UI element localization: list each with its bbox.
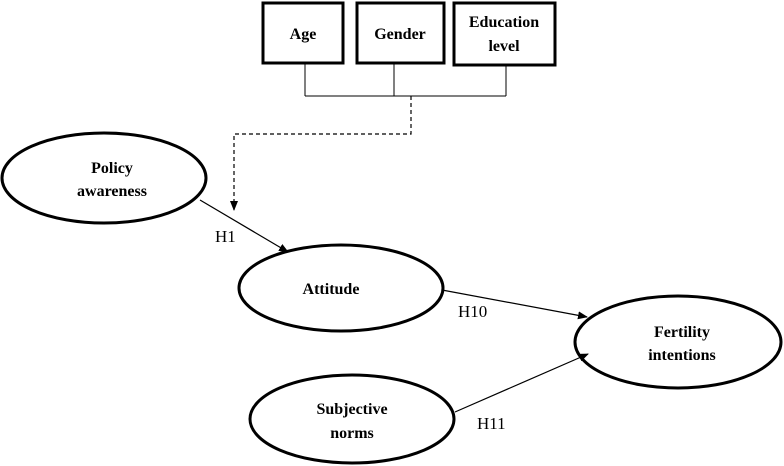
subjective-label-line2: norms	[330, 425, 374, 442]
h10-label: H10	[458, 302, 487, 321]
education-level-box: Education level	[452, 1, 557, 67]
age-box: Age	[261, 1, 345, 65]
attitude-label: Attitude	[303, 281, 360, 298]
h1-arrow	[199, 199, 289, 253]
policy-label-line1: Policy	[91, 160, 133, 177]
attitude-node: Attitude	[237, 243, 445, 333]
h11-label: H11	[477, 414, 506, 433]
education-label-line2: level	[488, 38, 520, 55]
education-label-line1: Education	[469, 14, 539, 31]
fertility-label-line2: intentions	[648, 347, 716, 364]
subjective-label-line1: Subjective	[316, 401, 387, 418]
policy-label-line2: awareness	[77, 183, 147, 200]
age-label: Age	[290, 26, 317, 43]
h1-label: H1	[215, 227, 236, 246]
h10-arrow	[441, 289, 588, 320]
gender-box: Gender	[355, 1, 446, 65]
h11-arrow	[454, 353, 589, 413]
control-dashed-path	[230, 96, 412, 211]
control-bracket	[304, 63, 507, 97]
gender-label: Gender	[374, 26, 426, 43]
fertility-intentions-node: Fertility intentions	[573, 294, 783, 390]
policy-awareness-node: Policy awareness	[0, 131, 208, 225]
subjective-norms-node: Subjective norms	[248, 373, 456, 465]
fertility-label-line1: Fertility	[654, 324, 710, 341]
